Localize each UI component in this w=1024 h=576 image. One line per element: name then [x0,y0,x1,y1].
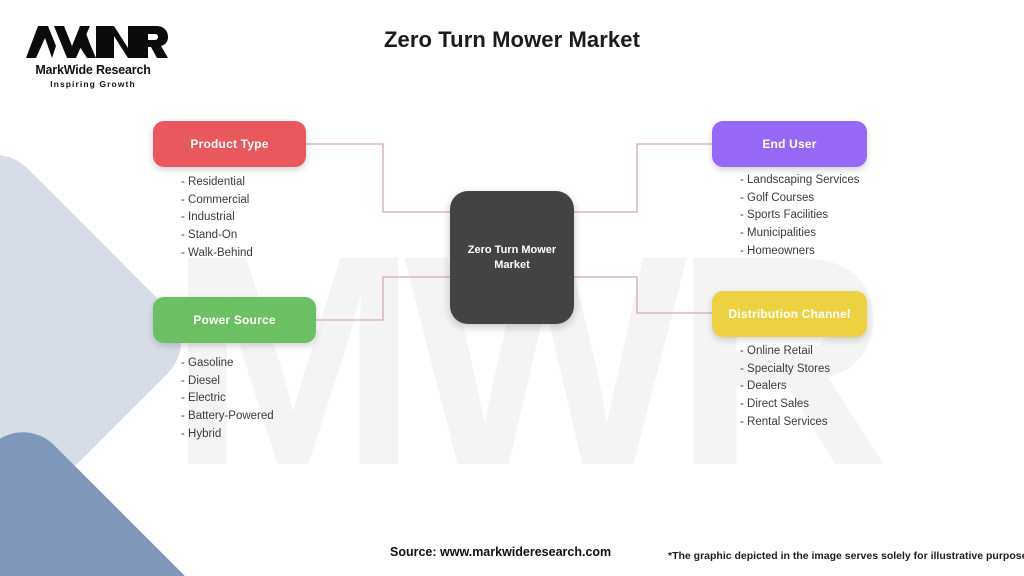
category-items-end-user: - Landscaping Services - Golf Courses - … [740,172,860,261]
center-node[interactable]: Zero Turn Mower Market [450,191,574,324]
list-item: - Direct Sales [740,398,810,411]
list-item: - Industrial [181,211,235,224]
category-box-product-type[interactable]: Product Type [153,121,306,167]
category-box-power-source[interactable]: Power Source [153,297,316,343]
category-label-power-source: Power Source [193,313,276,327]
center-node-label: Zero Turn Mower Market [467,243,557,271]
category-label-distribution-channel: Distribution Channel [728,307,851,321]
logo-company-name: MarkWide Research [35,63,151,77]
brand-logo: MarkWide Research Inspiring Growth [18,22,168,90]
list-item: - Gasoline [181,357,234,369]
list-item: - Landscaping Services [740,174,860,186]
list-item: - Commercial [181,193,250,206]
category-box-distribution-channel[interactable]: Distribution Channel [712,291,867,337]
disclaimer-text: *The graphic depicted in the image serve… [668,550,1024,562]
list-item: - Electric [181,392,226,405]
category-items-power-source: - Gasoline - Diesel - Electric - Battery… [181,355,274,444]
category-items-product-type: - Residential - Commercial - Industrial … [181,174,253,263]
list-item: - Municipalities [740,227,817,240]
list-item: - Stand-On [181,229,238,242]
list-item: - Hybrid [181,427,222,440]
list-item: - Diesel [181,374,220,387]
logo-tagline: Inspiring Growth [50,79,136,89]
category-box-end-user[interactable]: End User [712,121,867,167]
list-item: - Dealers [740,380,787,393]
list-item: - Online Retail [740,345,813,357]
list-item: - Homeowners [740,244,815,257]
mwr-logo-icon [26,26,168,58]
list-item: - Battery-Powered [181,410,274,423]
list-item: - Golf Courses [740,191,815,204]
list-item: - Walk-Behind [181,246,253,259]
list-item: - Sports Facilities [740,209,829,222]
source-text: Source: www.markwideresearch.com [390,545,612,559]
category-label-product-type: Product Type [190,137,269,151]
list-item: - Specialty Stores [740,362,831,375]
category-label-end-user: End User [762,137,817,151]
category-items-distribution-channel: - Online Retail - Specialty Stores - Dea… [740,343,830,432]
list-item: - Rental Services [740,415,828,428]
list-item: - Residential [181,176,245,188]
page-title: Zero Turn Mower Market [383,27,641,52]
